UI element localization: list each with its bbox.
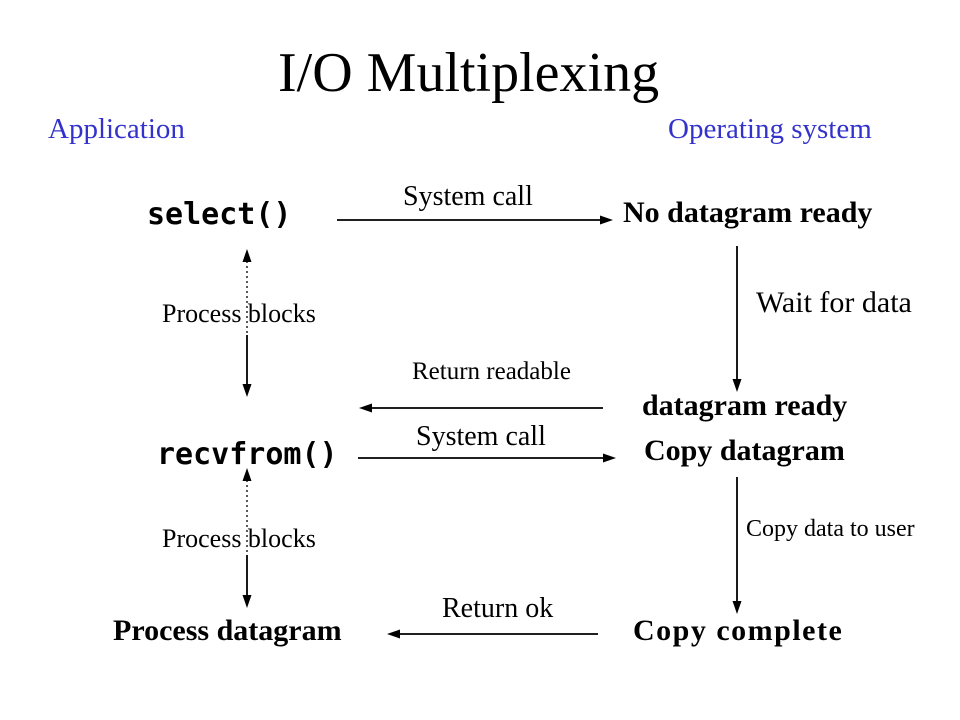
arrowhead-down-icon (732, 601, 742, 614)
arrowhead-down-icon (242, 595, 252, 608)
arrowhead-up-icon (242, 249, 252, 262)
column-label-application: Application (48, 113, 185, 145)
node-no-datagram-ready: No datagram ready (623, 196, 873, 229)
system-call-arrow-2 (358, 453, 616, 463)
label-system-call-1: System call (403, 181, 533, 212)
process-blocks-arrow-2 (242, 468, 252, 608)
node-copy-datagram: Copy datagram (644, 434, 845, 467)
arrowhead-left-icon (359, 403, 372, 413)
arrowhead-down-icon (732, 379, 742, 392)
node-recvfrom-call: recvfrom() (157, 437, 338, 472)
arrowhead-down-icon (242, 384, 252, 397)
arrowhead-left-icon (387, 629, 400, 639)
label-copy-data-to-user: Copy data to user (746, 516, 915, 542)
label-return-ok: Return ok (442, 593, 554, 624)
arrowhead-up-icon (242, 468, 252, 481)
node-datagram-ready: datagram ready (642, 389, 848, 422)
node-copy-complete: Copy complete (633, 614, 844, 647)
return-readable-arrow (359, 403, 603, 413)
copy-data-arrow (732, 477, 742, 614)
arrowhead-right-icon (603, 453, 616, 463)
process-blocks-arrow-1 (242, 249, 252, 397)
label-system-call-2: System call (416, 421, 546, 452)
wait-for-data-arrow (732, 246, 742, 392)
node-select-call: select() (147, 197, 292, 232)
label-return-readable: Return readable (412, 358, 571, 385)
label-process-blocks-1: Process blocks (162, 299, 316, 328)
slide-title: I/O Multiplexing (278, 42, 660, 104)
system-call-arrow-1 (337, 215, 613, 225)
label-process-blocks-2: Process blocks (162, 524, 316, 553)
label-wait-for-data: Wait for data (756, 286, 912, 319)
arrowhead-right-icon (600, 215, 613, 225)
return-ok-arrow (387, 629, 598, 639)
column-label-operating-system: Operating system (668, 113, 872, 145)
node-process-datagram: Process datagram (113, 614, 342, 647)
